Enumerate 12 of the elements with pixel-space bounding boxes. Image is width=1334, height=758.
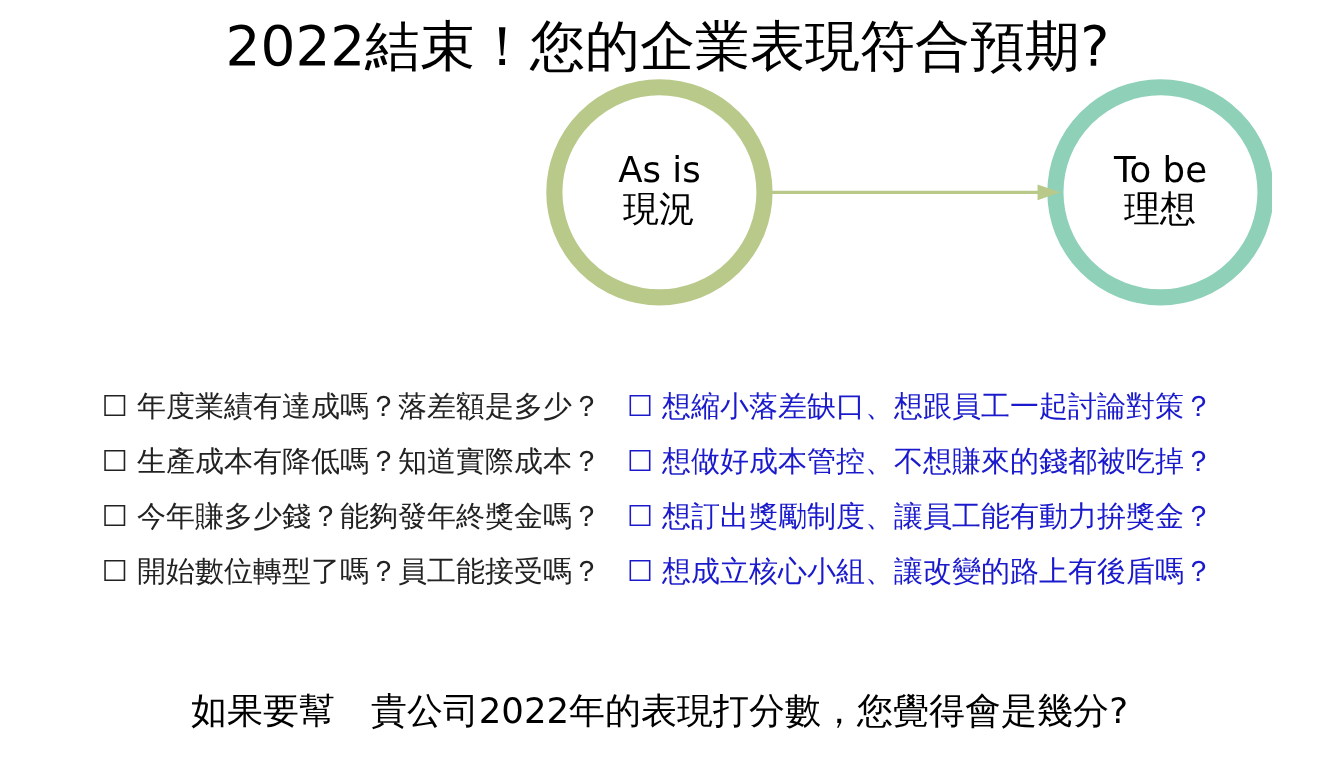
label: ☐ 年度業績有達成嗎？落差額是多少？ [101,389,601,424]
label: ☐ 想訂出獎勵制度、讓員工能有動力拚獎金？ [626,498,1213,533]
label: ☐ 想成立核心小組、讓改變的路上有後盾嗎？ [626,553,1213,588]
node-circle: As is 現況 [545,79,773,306]
label: ☐ 想縮小落差缺口、想跟員工一起討論對策？ [626,389,1213,424]
node-circle: To be 理想 [1046,79,1272,306]
label: ☐ 想做好成本管控、不想賺來的錢都被吃掉？ [626,443,1213,478]
label: ☐ 開始數位轉型了嗎？員工能接受嗎？ [101,553,601,588]
caption: 如果要幫 貴公司2022年的表現打分數，您覺得會是幾分? [190,690,1128,732]
label: ☐ 生產成本有降低嗎？知道實際成本？ [101,443,601,478]
diagram-title: 2022結束！您的企業表現符合預期? [225,13,1109,78]
label: ☐ 今年賺多少錢？能夠發年終獎金嗎？ [101,498,601,533]
